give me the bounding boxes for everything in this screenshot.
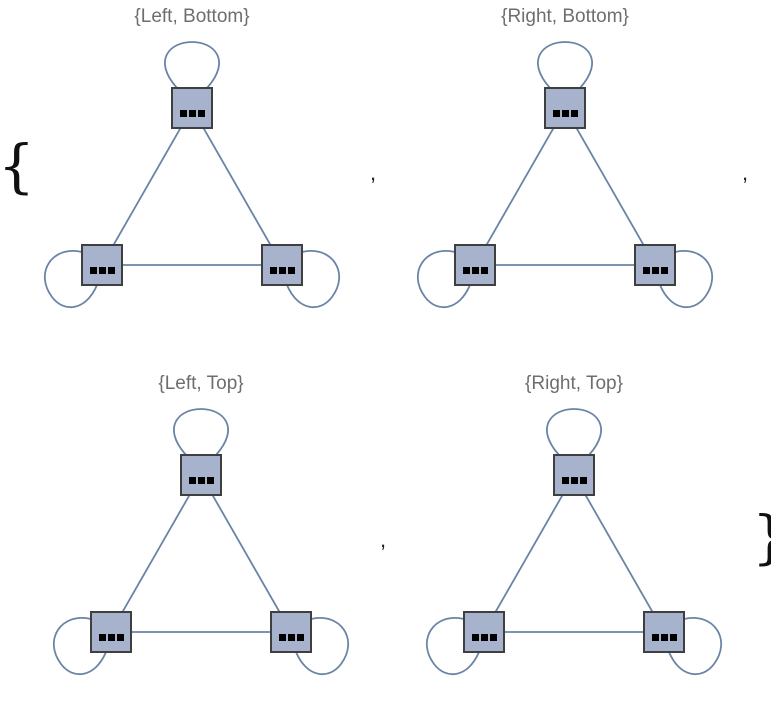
graph-edge — [483, 474, 575, 633]
ellipsis-icon — [472, 634, 497, 641]
self-loop-edge — [164, 41, 220, 89]
open-brace: { — [0, 132, 35, 200]
graph-edge — [200, 474, 292, 633]
ellipsis-icon — [270, 267, 295, 274]
graph-node — [643, 611, 685, 653]
self-loop-edge — [52, 617, 107, 676]
graph-node — [454, 244, 496, 286]
self-loop-edge — [295, 617, 350, 676]
self-loop-edge — [286, 250, 341, 309]
graph-node — [270, 611, 312, 653]
graph-panel: {Right, Top} — [425, 373, 723, 676]
graph-panel: {Left, Bottom} — [43, 6, 341, 309]
ellipsis-icon — [562, 477, 587, 484]
graph-title: {Right, Bottom} — [501, 6, 629, 27]
self-loop-edge — [537, 41, 593, 89]
ellipsis-icon — [99, 634, 124, 641]
ellipsis-icon — [180, 110, 205, 117]
ellipsis-icon — [553, 110, 578, 117]
graph-edge — [110, 474, 202, 633]
separator-comma-3: , — [380, 527, 386, 552]
graph-panel: {Right, Bottom} — [416, 6, 714, 309]
self-loop-edge — [43, 250, 98, 309]
graph-node — [90, 611, 132, 653]
self-loop-edge — [668, 617, 723, 676]
separator-comma-2: , — [742, 160, 748, 185]
self-loop-edge — [659, 250, 714, 309]
graph-node — [180, 454, 222, 496]
graph-edge — [564, 107, 656, 266]
graph-node — [261, 244, 303, 286]
ellipsis-icon — [652, 634, 677, 641]
graph-node — [544, 87, 586, 129]
graph-edge — [573, 474, 665, 633]
ellipsis-icon — [279, 634, 304, 641]
graph-node — [171, 87, 213, 129]
graph-node — [81, 244, 123, 286]
graph-title: {Right, Top} — [525, 373, 623, 394]
separator-comma-1: , — [370, 160, 376, 185]
graph-node — [553, 454, 595, 496]
graph-title: {Left, Bottom} — [134, 6, 249, 27]
graph-node — [463, 611, 505, 653]
self-loop-edge — [546, 408, 602, 456]
graph-title: {Left, Top} — [158, 373, 243, 394]
self-loop-edge — [425, 617, 480, 676]
self-loop-edge — [173, 408, 229, 456]
graph-node — [634, 244, 676, 286]
ellipsis-icon — [643, 267, 668, 274]
close-brace: } — [752, 503, 771, 571]
graph-edge — [191, 107, 283, 266]
graph-edge — [101, 107, 193, 266]
graph-panel: {Left, Top} — [52, 373, 350, 676]
graph-edge — [474, 107, 566, 266]
self-loop-edge — [416, 250, 471, 309]
ellipsis-icon — [189, 477, 214, 484]
graph-panels: {Left, Bottom} {Right, Bottom} {Left, Top}… — [43, 6, 723, 676]
ellipsis-icon — [463, 267, 488, 274]
ellipsis-icon — [90, 267, 115, 274]
